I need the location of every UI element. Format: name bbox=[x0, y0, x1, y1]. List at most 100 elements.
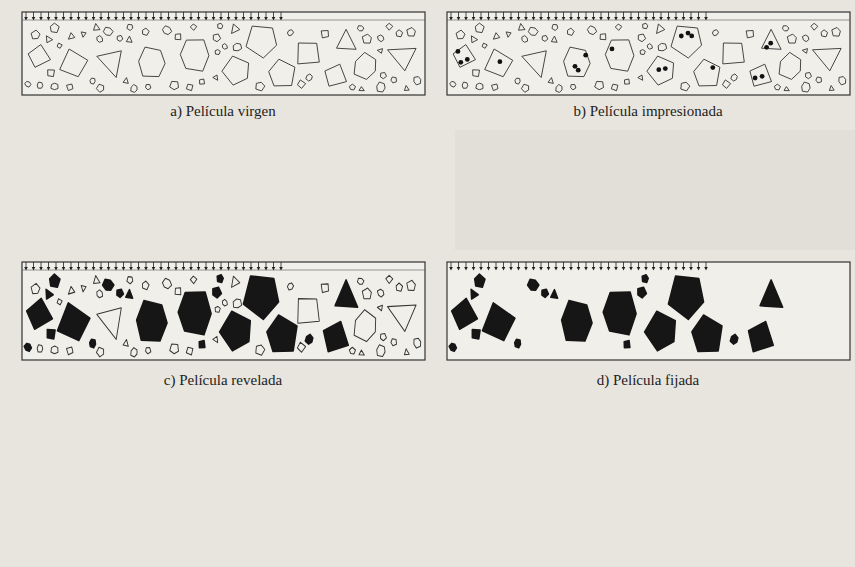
film-outline bbox=[447, 12, 850, 95]
silver-halide-grain bbox=[522, 51, 547, 78]
latent-image-speck bbox=[465, 57, 470, 62]
silver-halide-grain bbox=[396, 30, 403, 37]
silver-halide-grain bbox=[97, 308, 122, 340]
developed-silver-grain bbox=[542, 289, 549, 297]
silver-halide-grain bbox=[321, 284, 328, 293]
silver-halide-grain bbox=[31, 283, 40, 293]
light-arrowhead bbox=[644, 267, 648, 271]
light-arrowhead bbox=[219, 267, 223, 271]
silver-halide-grain bbox=[723, 43, 745, 64]
light-arrowhead bbox=[592, 267, 596, 271]
light-arrowhead bbox=[32, 17, 36, 21]
light-arrowhead bbox=[622, 267, 626, 271]
latent-image-speck bbox=[610, 47, 615, 52]
light-arrowhead bbox=[652, 17, 656, 21]
silver-halide-grain bbox=[297, 342, 305, 352]
developed-silver-grain bbox=[50, 274, 60, 287]
silver-halide-grain bbox=[782, 26, 789, 31]
light-arrowhead bbox=[637, 17, 641, 21]
silver-halide-grain bbox=[190, 24, 197, 30]
light-arrowhead bbox=[539, 267, 543, 271]
light-arrowhead bbox=[584, 17, 588, 21]
light-arrowhead bbox=[234, 17, 238, 21]
silver-halide-grain bbox=[67, 84, 74, 91]
silver-halide-grain bbox=[388, 305, 417, 331]
light-arrowhead bbox=[667, 17, 671, 21]
light-arrowhead bbox=[24, 267, 28, 271]
developed-silver-grain bbox=[117, 289, 124, 297]
light-arrowhead bbox=[637, 267, 641, 271]
silver-halide-grain bbox=[551, 36, 557, 42]
silver-halide-grain bbox=[640, 50, 645, 55]
silver-halide-grain bbox=[213, 75, 218, 80]
light-arrowhead bbox=[457, 267, 461, 271]
silver-halide-grain bbox=[337, 29, 357, 49]
light-arrowhead bbox=[272, 17, 276, 21]
light-arrowhead bbox=[77, 267, 81, 271]
silver-halide-grain bbox=[126, 36, 132, 42]
silver-halide-grain bbox=[762, 29, 782, 49]
silver-halide-grain bbox=[213, 336, 218, 342]
silver-halide-grain bbox=[162, 26, 171, 35]
silver-halide-grain bbox=[787, 34, 796, 43]
light-arrowhead bbox=[584, 267, 588, 271]
light-arrowhead bbox=[249, 17, 253, 21]
latent-image-speck bbox=[663, 66, 668, 71]
light-arrowhead bbox=[524, 17, 528, 21]
silver-halide-grain bbox=[746, 31, 753, 38]
film-panel bbox=[447, 262, 850, 360]
silver-halide-grain bbox=[50, 23, 59, 32]
silver-halide-grain bbox=[377, 345, 385, 357]
silver-halide-grain bbox=[60, 49, 88, 77]
silver-halide-grain bbox=[377, 35, 384, 42]
light-arrowhead bbox=[479, 267, 483, 271]
silver-halide-grain bbox=[90, 78, 95, 84]
light-arrowhead bbox=[167, 267, 171, 271]
light-arrowhead bbox=[577, 17, 581, 21]
silver-halide-grain bbox=[96, 347, 103, 357]
silver-halide-grain bbox=[213, 34, 220, 42]
developed-silver-grain bbox=[528, 279, 539, 290]
silver-halide-grain bbox=[146, 85, 151, 90]
light-arrowhead bbox=[122, 17, 126, 21]
light-arrowhead bbox=[614, 17, 618, 21]
light-arrowhead bbox=[592, 17, 596, 21]
light-arrowhead bbox=[697, 267, 701, 271]
silver-halide-grain bbox=[377, 49, 382, 54]
developed-silver-grain bbox=[692, 315, 722, 351]
light-arrowhead bbox=[457, 17, 461, 21]
light-arrowhead bbox=[622, 17, 626, 21]
light-arrowhead bbox=[234, 267, 238, 271]
silver-halide-grain bbox=[170, 81, 179, 89]
silver-halide-grain bbox=[97, 51, 122, 78]
silver-halide-grain bbox=[556, 85, 562, 93]
silver-halide-grain bbox=[568, 28, 575, 35]
silver-halide-grain bbox=[388, 48, 417, 70]
light-arrowhead bbox=[182, 17, 186, 21]
silver-halide-grain bbox=[349, 84, 355, 90]
light-arrowhead bbox=[204, 267, 208, 271]
silver-halide-grain bbox=[506, 32, 511, 37]
light-arrowhead bbox=[562, 267, 566, 271]
latent-image-speck bbox=[576, 68, 581, 73]
silver-halide-grain bbox=[190, 276, 197, 284]
light-arrowhead bbox=[547, 17, 551, 21]
latent-image-speck bbox=[760, 74, 765, 79]
silver-halide-grain bbox=[218, 23, 223, 28]
silver-halide-grain bbox=[57, 43, 62, 48]
film-panel bbox=[22, 262, 425, 360]
silver-halide-grain bbox=[81, 286, 86, 292]
light-arrowhead bbox=[689, 267, 693, 271]
silver-halide-grain bbox=[306, 74, 313, 81]
light-arrowhead bbox=[704, 267, 708, 271]
light-arrowhead bbox=[652, 267, 656, 271]
silver-halide-grain bbox=[404, 86, 409, 91]
film-panel bbox=[22, 12, 425, 95]
light-arrowhead bbox=[159, 17, 163, 21]
silver-halide-grain bbox=[215, 50, 220, 55]
light-arrowhead bbox=[599, 17, 603, 21]
light-arrowhead bbox=[449, 17, 453, 21]
developed-silver-grain bbox=[126, 290, 133, 298]
silver-halide-grain bbox=[175, 34, 181, 40]
